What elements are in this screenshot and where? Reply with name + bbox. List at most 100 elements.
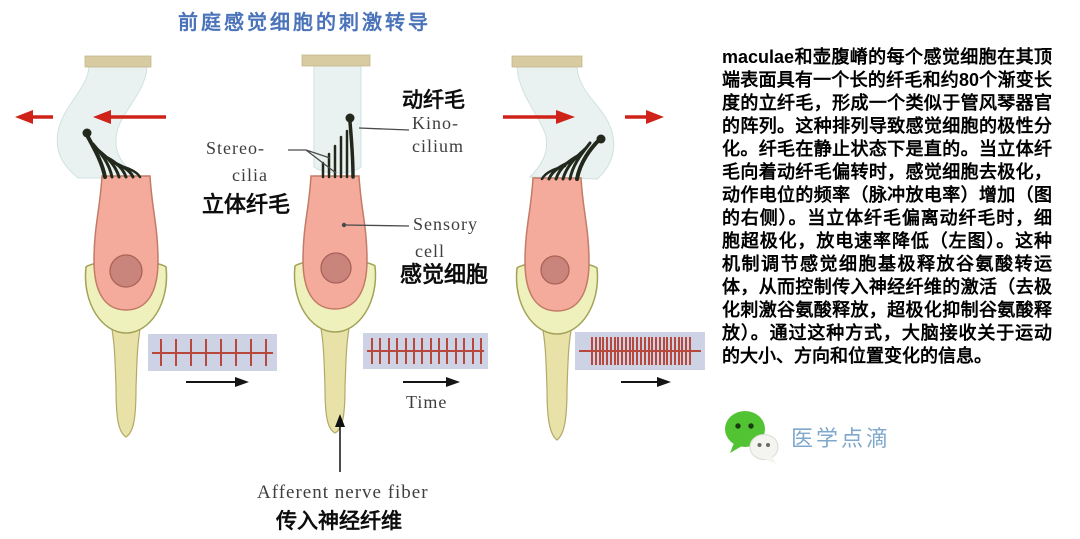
spike — [189, 339, 192, 366]
spike-train-right — [575, 332, 705, 370]
stereocilium — [568, 141, 592, 181]
hair-cell-left — [56, 55, 168, 438]
spike — [655, 337, 658, 365]
red-arrowhead-right-outer — [646, 110, 664, 124]
stereocilium — [115, 163, 142, 179]
red-arrowhead-left-outer — [15, 110, 33, 124]
wechat-eye — [735, 423, 741, 429]
sensory-cell-label-en-1: Sensory — [413, 214, 478, 234]
kinocilium-pointer — [358, 127, 410, 131]
spike — [640, 337, 642, 365]
spike — [647, 337, 650, 365]
spike — [379, 338, 382, 364]
afferent-label-zh: 传入神经纤维 — [276, 510, 402, 533]
spike-baseline — [152, 351, 273, 354]
pointer-lines — [288, 127, 410, 228]
kinocilium-tip-middle — [345, 113, 355, 123]
membrane-bar-right — [511, 55, 583, 68]
spike — [471, 338, 474, 364]
nucleus-middle — [320, 252, 352, 284]
spike — [681, 337, 684, 365]
nerve-fiber-left — [110, 322, 142, 438]
kinocilium-tip-right — [596, 134, 606, 144]
spike — [404, 338, 407, 364]
sensory-cell-label-zh: 感觉细胞 — [400, 262, 489, 287]
spike — [632, 337, 635, 365]
afferent-label-en: Afferent nerve fiber — [257, 482, 429, 503]
wechat-eye-small — [766, 443, 770, 447]
spike — [670, 337, 673, 365]
spike — [602, 337, 605, 365]
spike — [412, 338, 415, 364]
spike — [677, 337, 680, 365]
stereocilia-label-zh: 立体纤毛 — [202, 192, 291, 217]
spike — [651, 337, 654, 365]
spike — [685, 337, 688, 365]
spike-train-middle — [363, 333, 488, 369]
cilia-middle — [321, 113, 355, 179]
spike-baseline — [367, 350, 484, 352]
cell-body-left — [93, 175, 159, 311]
kinocilium-middle — [348, 120, 355, 179]
cupula-right — [516, 66, 615, 180]
spike — [265, 339, 267, 366]
kinocilium-label-zh: 动纤毛 — [402, 89, 465, 112]
spike — [446, 338, 449, 364]
time-arrowhead-left — [235, 377, 249, 387]
spike — [421, 338, 424, 364]
cell-body-right — [524, 177, 590, 312]
time-arrows — [186, 377, 671, 387]
membrane-bar-left — [84, 55, 152, 68]
spike — [609, 337, 612, 365]
kinocilium-left — [86, 135, 107, 179]
cilia-left — [82, 128, 142, 179]
hair-cell-middle — [293, 54, 377, 434]
sensory-cell-pointer-dot — [341, 222, 347, 228]
time-arrowhead-middle — [446, 377, 460, 387]
hair-cell-right — [511, 55, 615, 441]
article-paragraph: maculae和壶腹嵴的每个感觉细胞在其顶端表面具有一个长的纤毛和约80个渐变长… — [722, 47, 1052, 366]
afferent-pointer-arrow — [335, 414, 345, 472]
spike — [628, 337, 631, 365]
red-arrowhead-right-inner — [556, 110, 575, 124]
stereocilium — [91, 142, 114, 179]
nucleus-right — [540, 255, 570, 285]
spike — [613, 337, 616, 365]
spike — [643, 337, 646, 365]
spike — [621, 337, 624, 365]
spike — [160, 339, 162, 366]
sensory-cell-label-en-2: cell — [415, 241, 445, 261]
spike — [624, 337, 627, 365]
cell-body-middle — [302, 175, 368, 310]
time-label: Time — [406, 392, 448, 412]
wechat-icon — [725, 411, 779, 464]
spike — [689, 337, 691, 365]
spike — [371, 338, 373, 364]
kinocilium-label-en-2: cilium — [412, 136, 464, 156]
stereocilia-label-en-2: cilia — [232, 165, 268, 185]
figure-title: 前庭感觉细胞的刺激转导 — [178, 12, 431, 34]
wechat-account-name: 医学点滴 — [791, 426, 892, 451]
nerve-fiber-right — [541, 323, 573, 441]
spike-train-left — [148, 334, 277, 371]
kinocilium-label-en-1: Kino- — [412, 113, 459, 133]
spike — [666, 337, 669, 365]
nucleus-left — [109, 254, 143, 288]
kinocilium-tip-left — [82, 128, 92, 138]
spike — [594, 337, 597, 365]
spike — [658, 337, 661, 365]
red-arrowhead-left-inner — [93, 110, 111, 124]
spike — [174, 339, 177, 366]
spike — [396, 338, 399, 364]
spike — [438, 338, 441, 364]
spike — [591, 337, 593, 365]
spike — [454, 338, 457, 364]
kinocilium-right — [575, 138, 601, 181]
spike — [219, 339, 222, 366]
time-arrowhead-right — [657, 377, 671, 387]
spike — [387, 338, 390, 364]
stereocilia-pointer — [288, 149, 337, 174]
spike — [250, 339, 252, 366]
